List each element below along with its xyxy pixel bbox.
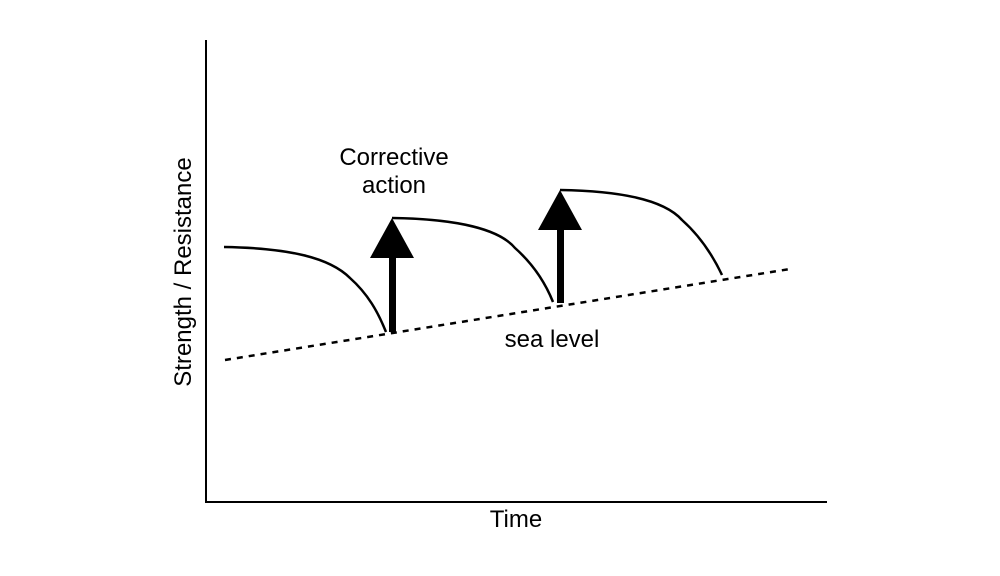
y-axis-label: Strength / Resistance — [170, 157, 197, 387]
corrective-action-line1: Corrective — [339, 144, 449, 171]
corrective-arrow-1 — [370, 218, 414, 332]
corrective-action-line2: action — [361, 172, 427, 199]
strength-curve-2 — [391, 216, 555, 303]
strength-curve-3 — [559, 188, 724, 276]
x-axis-label: Time — [489, 506, 543, 533]
corrective-action-label: Corrective action — [339, 144, 448, 200]
strength-curve-1 — [223, 245, 388, 333]
sea-level-label: sea level — [504, 326, 600, 353]
corrective-arrow-2 — [538, 190, 582, 303]
